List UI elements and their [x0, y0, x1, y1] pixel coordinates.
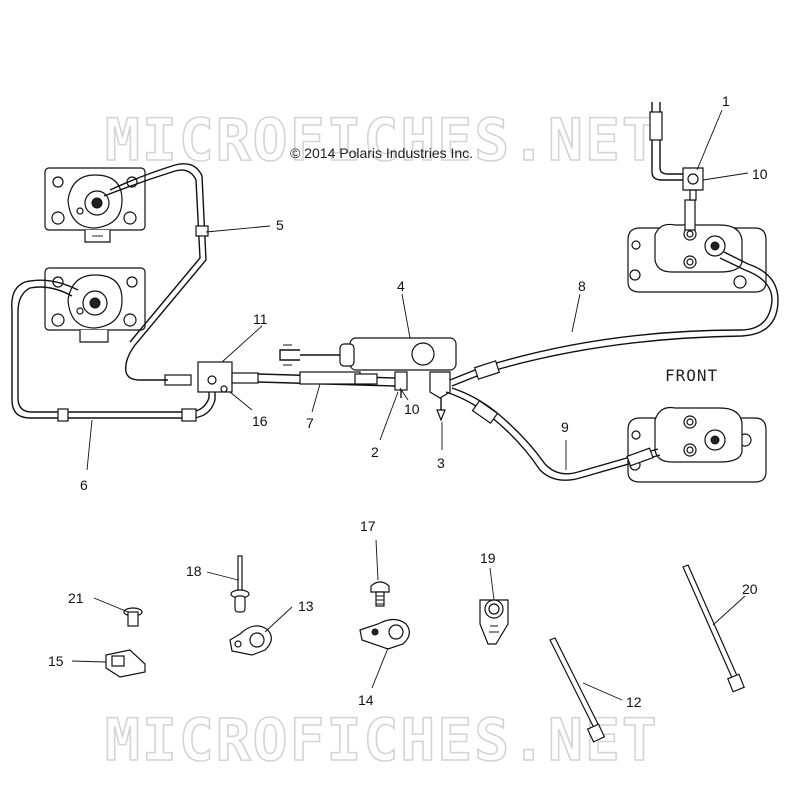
- watermark-top: MICROFICHES.NET: [105, 106, 659, 174]
- top-right-fitting: [649, 102, 704, 201]
- brake-lines: [11, 163, 779, 481]
- callout-21: 21: [68, 590, 84, 606]
- callout-14: 14: [358, 692, 374, 708]
- callout-5: 5: [276, 217, 284, 233]
- watermark-bottom: MICROFICHES.NET: [105, 706, 659, 774]
- callout-8: 8: [578, 278, 586, 294]
- callout-2: 2: [371, 444, 379, 460]
- front-lower-caliper: [627, 406, 767, 483]
- rivet-18: [230, 555, 250, 613]
- cable-tie-20: [682, 564, 745, 693]
- callout-1: 1: [722, 93, 730, 109]
- callout-3: 3: [437, 455, 445, 471]
- callout-15: 15: [48, 653, 64, 669]
- callout-7: 7: [306, 415, 314, 431]
- clip-15: [105, 649, 146, 678]
- callout-20: 20: [742, 581, 758, 597]
- callout-17: 17: [360, 518, 376, 534]
- callout-numbers: 1 2 3 4 5 6 7 8 9 10 10 11 12 13 14 15 1…: [48, 93, 768, 710]
- rear-upper-caliper: [44, 167, 146, 243]
- callout-10-top: 10: [752, 166, 768, 182]
- rear-lower-caliper: [44, 267, 146, 343]
- callout-10-master: 10: [404, 401, 420, 417]
- screw-21: [123, 607, 143, 627]
- callout-12: 12: [626, 694, 642, 710]
- clamp-14: [359, 618, 410, 650]
- callout-13: 13: [298, 598, 314, 614]
- master-cylinder: [279, 337, 457, 422]
- callout-6: 6: [80, 477, 88, 493]
- callout-9: 9: [561, 419, 569, 435]
- callout-leaders: [71, 109, 749, 701]
- cable-tie-12: [549, 637, 606, 743]
- callout-4: 4: [397, 278, 405, 294]
- callout-19: 19: [480, 550, 496, 566]
- callout-11: 11: [253, 311, 268, 327]
- callout-16: 16: [252, 413, 268, 429]
- copyright-text: © 2014 Polaris Industries Inc.: [290, 145, 473, 161]
- screw-17: [370, 581, 390, 607]
- grommet-19: [479, 599, 509, 645]
- callout-18: 18: [186, 563, 202, 579]
- front-upper-caliper: [627, 199, 767, 293]
- clamp-13: [229, 625, 272, 656]
- front-label: FRONT: [665, 366, 718, 385]
- junction-block: [164, 361, 259, 393]
